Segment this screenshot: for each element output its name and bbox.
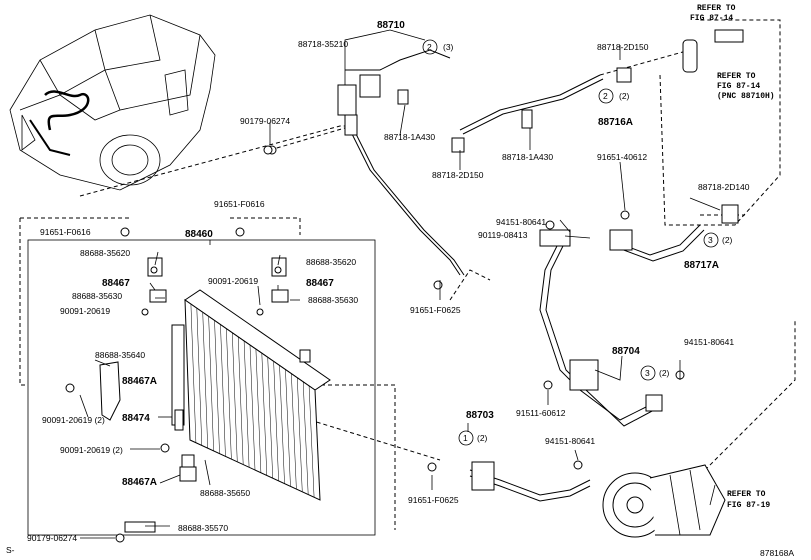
label-88710: 88710 (377, 20, 405, 31)
ref-fig-87-14-b-line3: (PNC 88710H) (717, 92, 775, 101)
condenser-fin (285, 369, 291, 487)
label-88688-35650: 88688-35650 (200, 488, 250, 498)
circle-1-qty: (2) (477, 433, 488, 443)
label-88718-35210: 88718-35210 (298, 39, 348, 49)
ref-fig-87-14-b-line1: REFER TO (717, 72, 756, 81)
label-88467A-b: 88467A (122, 477, 157, 488)
condenser-fin (237, 336, 244, 465)
label-88688-35630-a: 88688-35630 (72, 291, 122, 301)
label-90179-06274-top: 90179-06274 (240, 116, 290, 126)
condenser-fin (232, 332, 238, 462)
label-90119-08413: 90119-08413 (478, 230, 528, 240)
label-88467A-a: 88467A (122, 376, 157, 387)
condenser-fin (202, 312, 208, 449)
circle-2-qty: (3) (443, 42, 454, 52)
label-88704: 88704 (612, 346, 640, 357)
label-90091-20619-2b: 90091-20619 (2) (60, 445, 123, 455)
condenser-fin (243, 340, 250, 468)
condenser-fin (291, 373, 297, 490)
condenser-assembly-box (27, 239, 376, 536)
condenser-fin (196, 308, 203, 446)
condenser-fin (297, 377, 303, 492)
label-88460: 88460 (185, 229, 213, 240)
circle-1-number: 1 (463, 433, 468, 443)
condenser-brackets (99, 257, 311, 533)
corner-marker: S- (6, 545, 15, 555)
condenser-fin (226, 328, 232, 460)
label-88717A: 88717A (684, 260, 719, 271)
ref-fig-87-19-line2: FIG 87-19 (727, 501, 770, 510)
label-88718-1A430-b: 88718-1A430 (502, 152, 553, 162)
circle-2-number: 2 (427, 42, 432, 52)
condenser-fin (308, 385, 315, 498)
label-91651-F0616-a: 91651-F0616 (214, 199, 265, 209)
part-labels: 88710 88718-35210 2 (3) 90179-06274 8871… (6, 4, 794, 558)
ref-fig-87-14-b-line2: FIG 87-14 (717, 82, 760, 91)
label-90091-20619-a: 90091-20619 (208, 276, 258, 286)
label-88716A: 88716A (598, 117, 633, 128)
label-88688-35620-a: 88688-35620 (80, 248, 130, 258)
label-88688-35620-b: 88688-35620 (306, 257, 356, 267)
circle-3b-number: 3 (645, 368, 650, 378)
diagram-id: 878168A (760, 548, 794, 558)
condenser-fin (261, 353, 268, 476)
circle-3b-qty: (2) (659, 368, 670, 378)
ref-fig-87-19-line1: REFER TO (727, 490, 766, 499)
label-90091-20619-2a: 90091-20619 (2) (42, 415, 105, 425)
condenser-fin (302, 381, 309, 495)
label-88703: 88703 (466, 410, 494, 421)
label-leaders (79, 29, 721, 539)
pipe-fittings (337, 29, 744, 491)
label-88467-a: 88467 (102, 278, 130, 289)
condenser-fin (190, 304, 197, 443)
label-94151-80641-a: 94151-80641 (496, 217, 546, 227)
label-88474: 88474 (122, 413, 150, 424)
label-88688-35640: 88688-35640 (95, 350, 145, 360)
condenser-fin (267, 357, 273, 479)
label-90179-06274-bot: 90179-06274 (27, 533, 77, 543)
label-91651-F0616-b: 91651-F0616 (40, 227, 91, 237)
label-88688-35630-b: 88688-35630 (308, 295, 358, 305)
label-88718-2D150-b: 88718-2D150 (597, 42, 649, 52)
condenser-fin (255, 349, 262, 473)
condenser-fin (214, 320, 220, 454)
ref-circles (422, 39, 719, 446)
label-88718-2D140: 88718-2D140 (698, 182, 750, 192)
label-91651-F0625-a: 91651-F0625 (410, 305, 461, 315)
vehicle-illustration (9, 14, 216, 191)
circle-3a-number: 3 (708, 235, 713, 245)
label-91651-F0625-b: 91651-F0625 (408, 495, 459, 505)
ref-fig-87-14-a-line2: FIG 87-14 (690, 14, 733, 23)
label-91511-60612: 91511-60612 (516, 408, 566, 418)
label-94151-80641-b: 94151-80641 (684, 337, 734, 347)
ref-fig-87-14-a-line1: REFER TO (697, 4, 736, 13)
circle-3a-qty: (2) (722, 235, 733, 245)
label-91651-40612: 91651-40612 (597, 152, 647, 162)
label-88688-35570: 88688-35570 (178, 523, 228, 533)
label-88718-1A430-a: 88718-1A430 (384, 132, 435, 142)
label-88467-b: 88467 (306, 278, 334, 289)
condenser-fin (279, 365, 285, 484)
condenser-fin (220, 324, 226, 457)
condenser-fin (249, 344, 256, 471)
condenser-fin (273, 361, 279, 481)
ac-compressor (602, 464, 726, 538)
circle-2b-number: 2 (603, 91, 608, 101)
label-90091-20619-b: 90091-20619 (60, 306, 110, 316)
condenser-fin (208, 316, 214, 451)
label-94151-80641-c: 94151-80641 (545, 436, 595, 446)
condenser-core (171, 289, 331, 501)
label-88718-2D150-a: 88718-2D150 (432, 170, 484, 180)
circle-2b-qty: (2) (619, 91, 630, 101)
